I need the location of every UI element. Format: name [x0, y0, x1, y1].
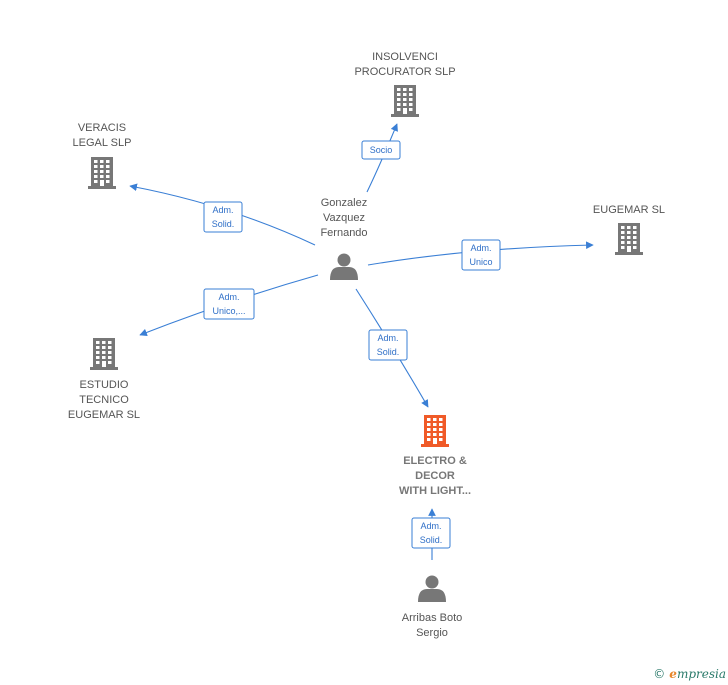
node-label: LEGAL SLP [73, 137, 132, 149]
edge-label-text: Adm. [377, 333, 398, 343]
edge-label-text: Solid. [420, 535, 443, 545]
edge-label[interactable]: Adm. Solid. [411, 517, 451, 549]
edge-label[interactable]: Socio [361, 140, 401, 160]
edge-label[interactable]: Adm. Unico,... [203, 288, 255, 320]
edges-layer: SocioAdm.Solid.Adm.UnicoAdm.Unico,...Adm… [129, 123, 594, 561]
node-label: TECNICO [79, 394, 129, 406]
edge-eugemar: Adm. Unico [367, 239, 594, 271]
edge-label[interactable]: Adm. Unico [461, 239, 501, 271]
edge-label-text: Solid. [377, 347, 400, 357]
building-icon [421, 415, 449, 447]
node-label: Fernando [320, 227, 367, 239]
node-label: WITH LIGHT... [399, 485, 471, 497]
edge-label[interactable]: Adm. Solid. [203, 201, 243, 233]
edge-insolvenci: Socio [361, 123, 401, 193]
node-label: Gonzalez [321, 197, 367, 209]
edge-label[interactable]: Adm. Solid. [368, 329, 408, 361]
node-label: EUGEMAR SL [593, 204, 665, 216]
node-label: ELECTRO & [403, 455, 467, 467]
node-label: Arribas Boto [402, 612, 463, 624]
edge-label-box [203, 201, 243, 233]
edge-line [366, 123, 398, 193]
brand-initial: e [669, 667, 677, 681]
edge-label-box [461, 239, 501, 271]
edge-label-box [203, 288, 255, 320]
brand-name: mpresia [676, 667, 726, 681]
edge-label-text: Socio [370, 145, 393, 155]
empresia-watermark: ©empresia [653, 667, 726, 681]
edge-label-text: Unico,... [212, 306, 245, 316]
edge-arribas: Adm. Solid. [411, 508, 451, 561]
node-label: PROCURATOR SLP [354, 66, 455, 78]
node-veracis[interactable]: VERACIS LEGAL SLP [73, 122, 132, 189]
edge-label-box [368, 329, 408, 361]
node-label: ESTUDIO [80, 379, 129, 391]
edge-estudio: Adm. Unico,... [139, 274, 319, 337]
building-icon [90, 338, 118, 370]
building-icon [391, 85, 419, 117]
person-icon [418, 575, 446, 602]
edge-electro: Adm. Solid. [355, 288, 429, 408]
edge-label-text: Adm. [420, 521, 441, 531]
copyright-symbol: © [653, 667, 666, 681]
edge-label-box [361, 140, 401, 160]
edge-label-text: Unico [469, 257, 492, 267]
edge-veracis: Adm. Solid. [129, 183, 316, 246]
edge-label-text: Adm. [212, 205, 233, 215]
node-insolvenci[interactable]: INSOLVENCI PROCURATOR SLP [354, 51, 456, 117]
node-label: VERACIS [78, 122, 126, 134]
edge-label-text: Solid. [212, 219, 235, 229]
node-label: Sergio [416, 627, 448, 639]
building-icon [88, 157, 116, 189]
node-label: DECOR [415, 470, 455, 482]
edge-label-text: Adm. [218, 292, 239, 302]
node-label: Vazquez [323, 212, 365, 224]
node-eugemar[interactable]: EUGEMAR SL [593, 204, 665, 255]
node-label: INSOLVENCI [372, 51, 438, 63]
edge-label-text: Adm. [470, 243, 491, 253]
node-estudio[interactable]: ESTUDIO TECNICO EUGEMAR SL [68, 338, 140, 421]
node-label: EUGEMAR SL [68, 409, 140, 421]
person-icon [330, 253, 358, 280]
node-electro[interactable]: ELECTRO & DECOR WITH LIGHT... [399, 415, 471, 497]
edge-label-box [411, 517, 451, 549]
building-icon [615, 223, 643, 255]
